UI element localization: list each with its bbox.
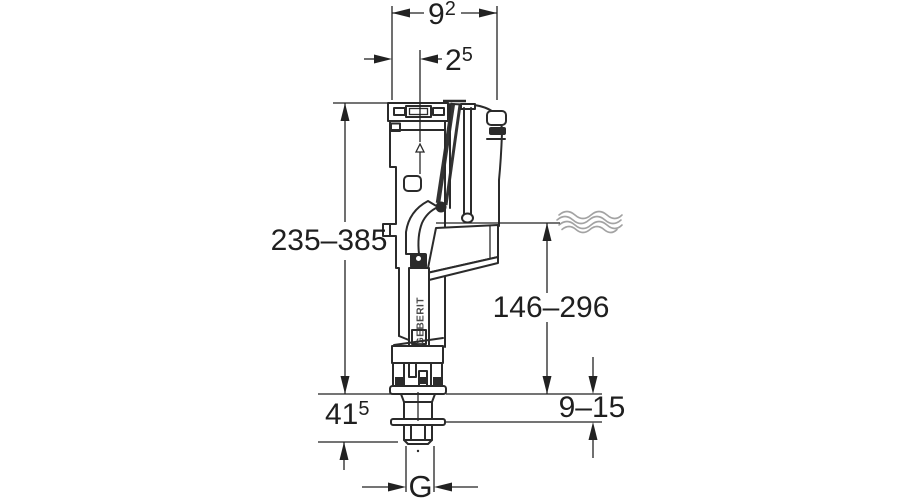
float-chamber-dome	[449, 103, 507, 227]
dim-label-water-level-height: 146–296	[493, 291, 610, 324]
dimension-top-width: 92	[391, 0, 498, 100]
float-cup-cone	[426, 224, 499, 281]
telescopic-tube: GEBERIT	[408, 253, 430, 349]
brand-label: GEBERIT	[416, 297, 427, 345]
dimension-thread-size: G	[362, 446, 478, 500]
valve-top-cap	[387, 102, 449, 132]
valve-drawing: GEBERIT	[382, 99, 507, 453]
dimension-shank-length: 415	[318, 398, 398, 470]
dimension-wall-thickness: 9–15	[446, 357, 625, 458]
dim-label-wall-thickness: 9–15	[559, 391, 626, 424]
elbow-tube	[405, 200, 439, 255]
dimension-inlet-offset: 25	[364, 44, 473, 142]
dimension-water-level-height: 146–296	[436, 222, 610, 395]
inlet-tube	[460, 103, 476, 224]
dim-label-top-width: 92	[428, 0, 456, 31]
dim-label-inlet-offset: 25	[445, 44, 473, 77]
dim-label-overall-height: 235–385	[271, 224, 388, 257]
water-level-wave-icon	[556, 210, 623, 234]
mounting-shank	[389, 385, 447, 453]
valve-seat-cluster	[391, 337, 444, 388]
dim-label-shank-length: 415	[325, 398, 370, 431]
dimension-overall-height: 235–385	[271, 102, 392, 395]
dim-label-thread-size: G	[408, 469, 432, 500]
